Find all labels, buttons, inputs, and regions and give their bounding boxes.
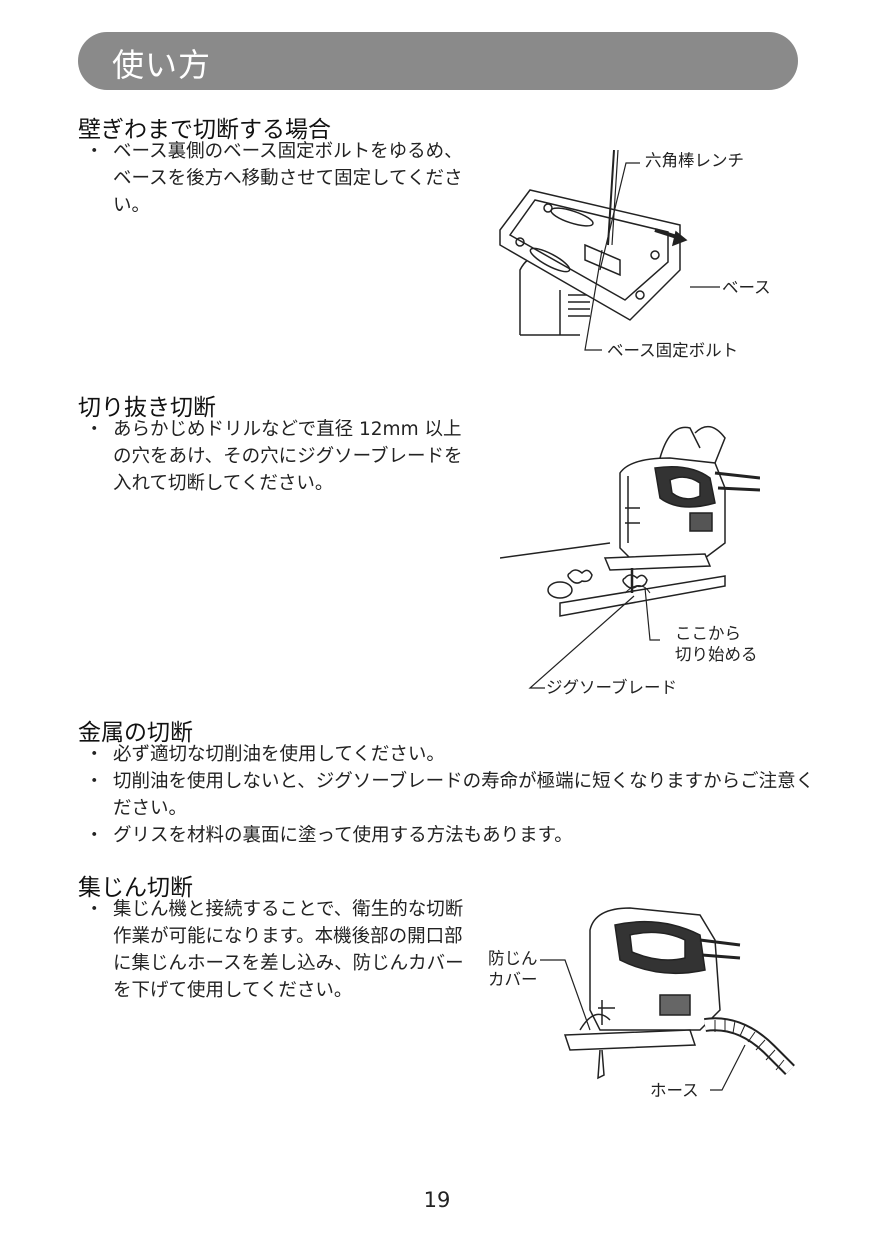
list-item: ・必ず適切な切削油を使用してください。 [85,744,445,765]
label-jigsaw-blade: ジグソーブレード [546,678,678,697]
bullet-list-metal-cut: ・必ず適切な切削油を使用してください。 ・切削油を使用しないと、ジグソーブレード… [85,741,815,849]
bullet-list-dust-collection: ・集じん機と接続することで、衛生的な切断作業が可能になります。本機後部の開口部に… [85,896,465,1004]
heading-wall-cut: 壁ぎわまで切断する場合 [78,117,331,143]
label-dust-cover-line1: 防じん [488,949,538,968]
figure-base-adjustment [490,150,730,360]
banner-title: 使い方 [112,46,212,84]
figure-dust-collection [540,900,800,1100]
heading-dust-collection: 集じん切断 [78,875,193,901]
heading-metal-cut: 金属の切断 [78,720,193,746]
label-hex-wrench: 六角棒レンチ [645,151,744,170]
section-banner: 使い方 [78,32,798,90]
label-base: ベース [722,278,771,297]
label-start-here-line2: 切り始める [675,645,758,664]
list-item: ・あらかじめドリルなどで直径 12mm 以上の穴をあけ、その穴にジグソーブレード… [85,419,463,494]
label-start-here-line1: ここから [675,624,741,643]
page-number: 19 [423,1188,451,1212]
figure-plunge-cut [500,418,760,698]
label-base-bolt: ベース固定ボルト [607,341,739,360]
label-hose: ホース [650,1081,699,1100]
list-item: ・グリスを材料の裏面に塗って使用する方法もあります。 [85,825,573,846]
list-item: ・集じん機と接続することで、衛生的な切断作業が可能になります。本機後部の開口部に… [85,899,464,1001]
bullet-list-wall-cut: ・ベース裏側のベース固定ボルトをゆるめ、ベースを後方へ移動させて固定してください… [85,138,465,219]
list-item: ・切削油を使用しないと、ジグソーブレードの寿命が極端に短くなりますからご注意くだ… [85,771,815,819]
label-dust-cover-line2: カバー [488,970,538,989]
heading-plunge-cut: 切り抜き切断 [78,395,216,421]
list-item: ・ベース裏側のベース固定ボルトをゆるめ、ベースを後方へ移動させて固定してください… [85,141,463,216]
bullet-list-plunge-cut: ・あらかじめドリルなどで直径 12mm 以上の穴をあけ、その穴にジグソーブレード… [85,416,465,497]
